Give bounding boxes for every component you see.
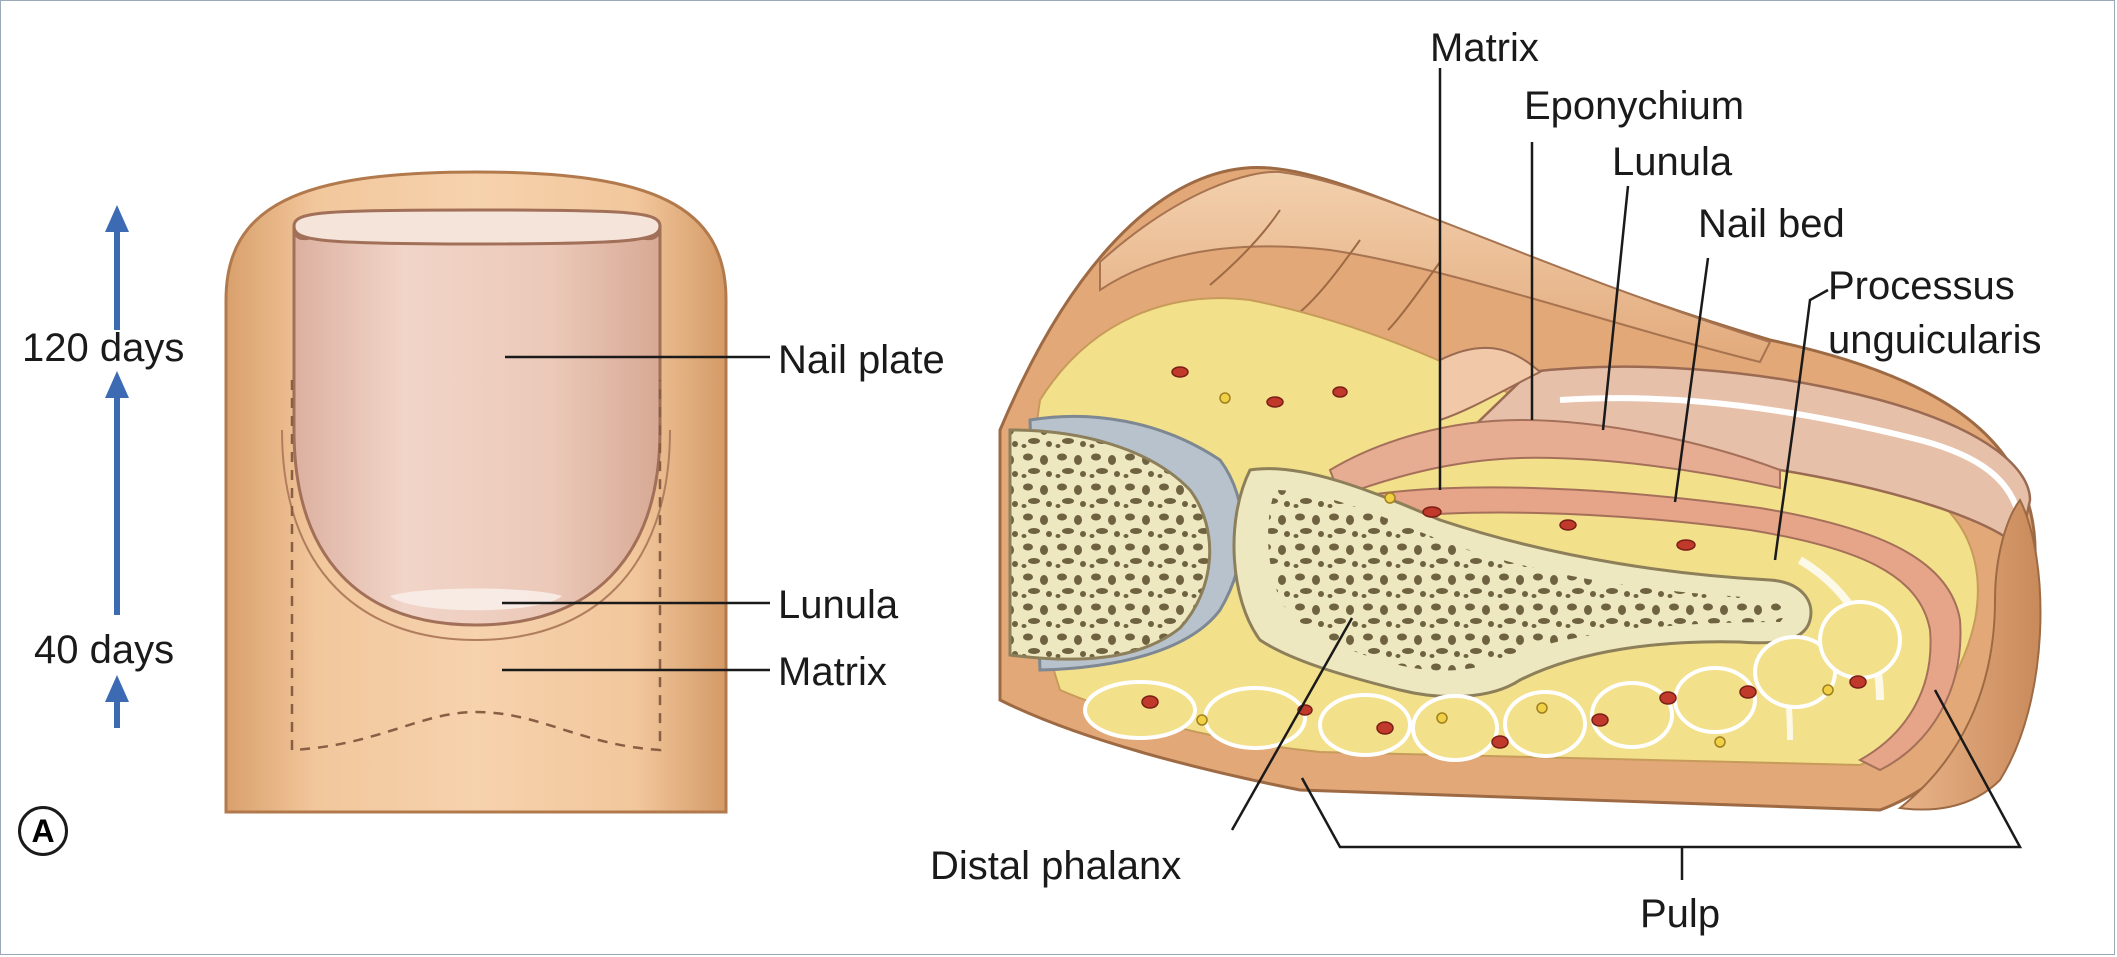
label-unguicularis: unguicularis — [1828, 320, 2041, 360]
finger-front-view — [226, 172, 726, 812]
growth-label-120-days: 120 days — [22, 328, 184, 368]
growth-label-40-days: 40 days — [34, 630, 174, 670]
label-matrix-section: Matrix — [1430, 28, 1539, 68]
panel-label-badge: A — [18, 806, 68, 856]
label-lunula-section: Lunula — [1612, 142, 1732, 182]
label-processus: Processus — [1828, 266, 2015, 306]
label-lunula-front: Lunula — [778, 585, 898, 625]
label-nail-bed: Nail bed — [1698, 204, 1845, 244]
label-eponychium: Eponychium — [1524, 86, 1744, 126]
label-distal-phalanx: Distal phalanx — [930, 846, 1181, 886]
label-matrix-front: Matrix — [778, 652, 887, 692]
label-nail-plate: Nail plate — [778, 340, 945, 380]
label-pulp: Pulp — [1640, 894, 1720, 934]
